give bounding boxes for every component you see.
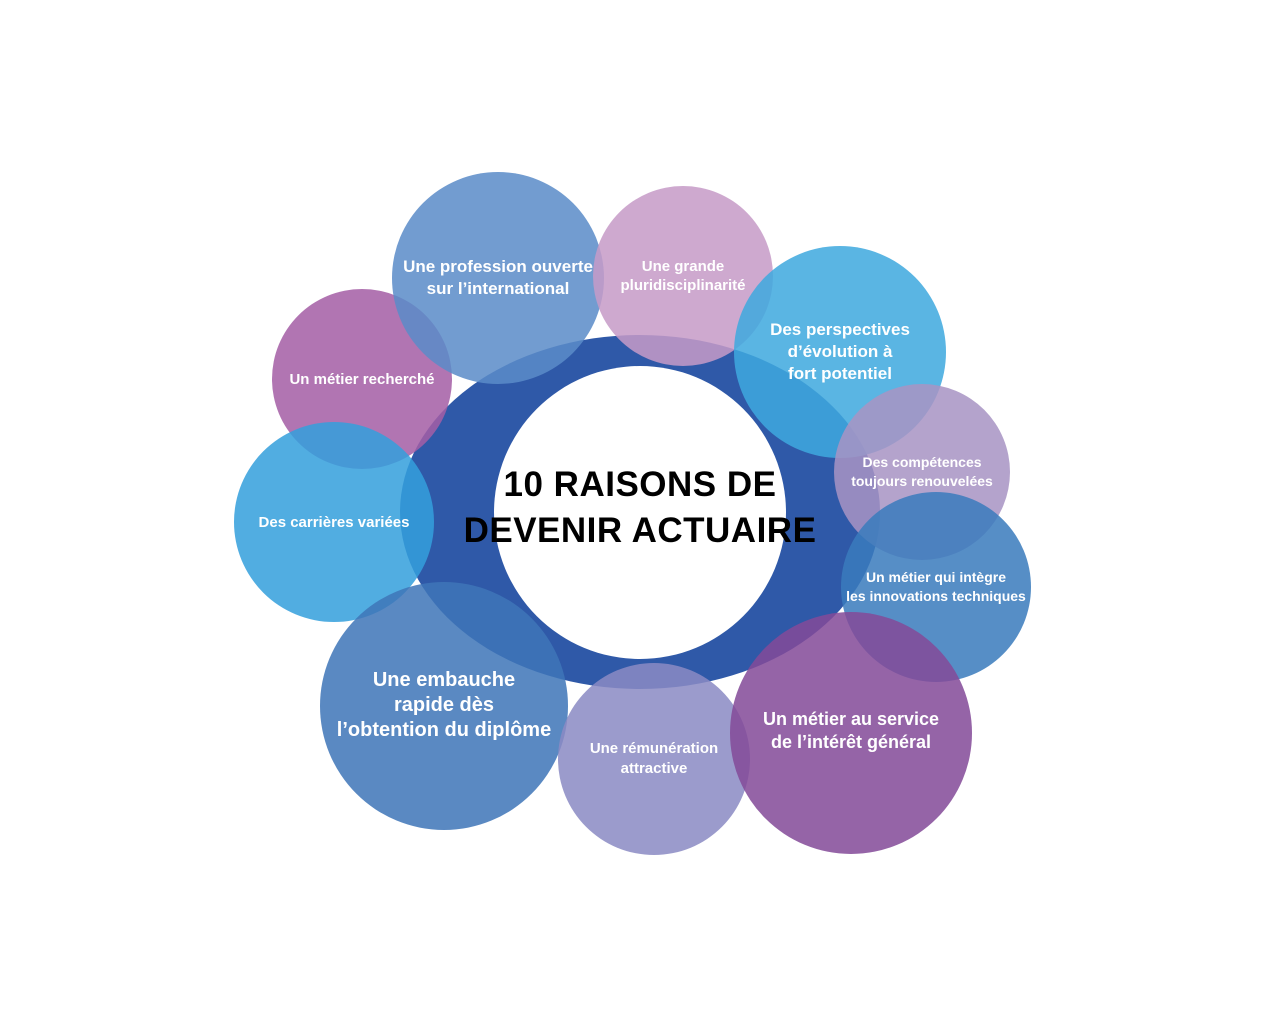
reason-circle-international: Une profession ouverte sur l’internation…: [392, 172, 604, 384]
reason-circle-remuneration: Une rémunération attractive: [558, 663, 750, 855]
reason-label: Un métier recherché: [289, 370, 435, 388]
reason-label: Des carrières variées: [258, 513, 410, 531]
central-circle: [494, 366, 786, 659]
title-line-1: 10 RAISONS DE: [503, 465, 777, 504]
reason-label: Des perspectives d’évolution à fort pote…: [770, 320, 910, 383]
reason-label: Une profession ouverte sur l’internation…: [403, 257, 593, 298]
reason-label: Une rémunération attractive: [589, 740, 719, 777]
reason-circle-interet-general: Un métier au service de l’intérêt généra…: [730, 612, 972, 854]
title-line-2: DEVENIR ACTUAIRE: [463, 511, 817, 550]
reason-circle-embauche: Une embauche rapide dès l’obtention du d…: [320, 582, 568, 830]
reason-label: Une grande pluridisciplinarité: [620, 258, 746, 294]
reason-label: Des compétences toujours renouvelées: [851, 454, 993, 489]
reason-label: Un métier au service de l’intérêt généra…: [762, 709, 940, 752]
reason-label: Un métier qui intègre les innovations te…: [846, 569, 1026, 604]
diagram-title: 10 RAISONS DE DEVENIR ACTUAIRE: [460, 462, 820, 554]
reason-label: Une embauche rapide dès l’obtention du d…: [336, 669, 552, 741]
